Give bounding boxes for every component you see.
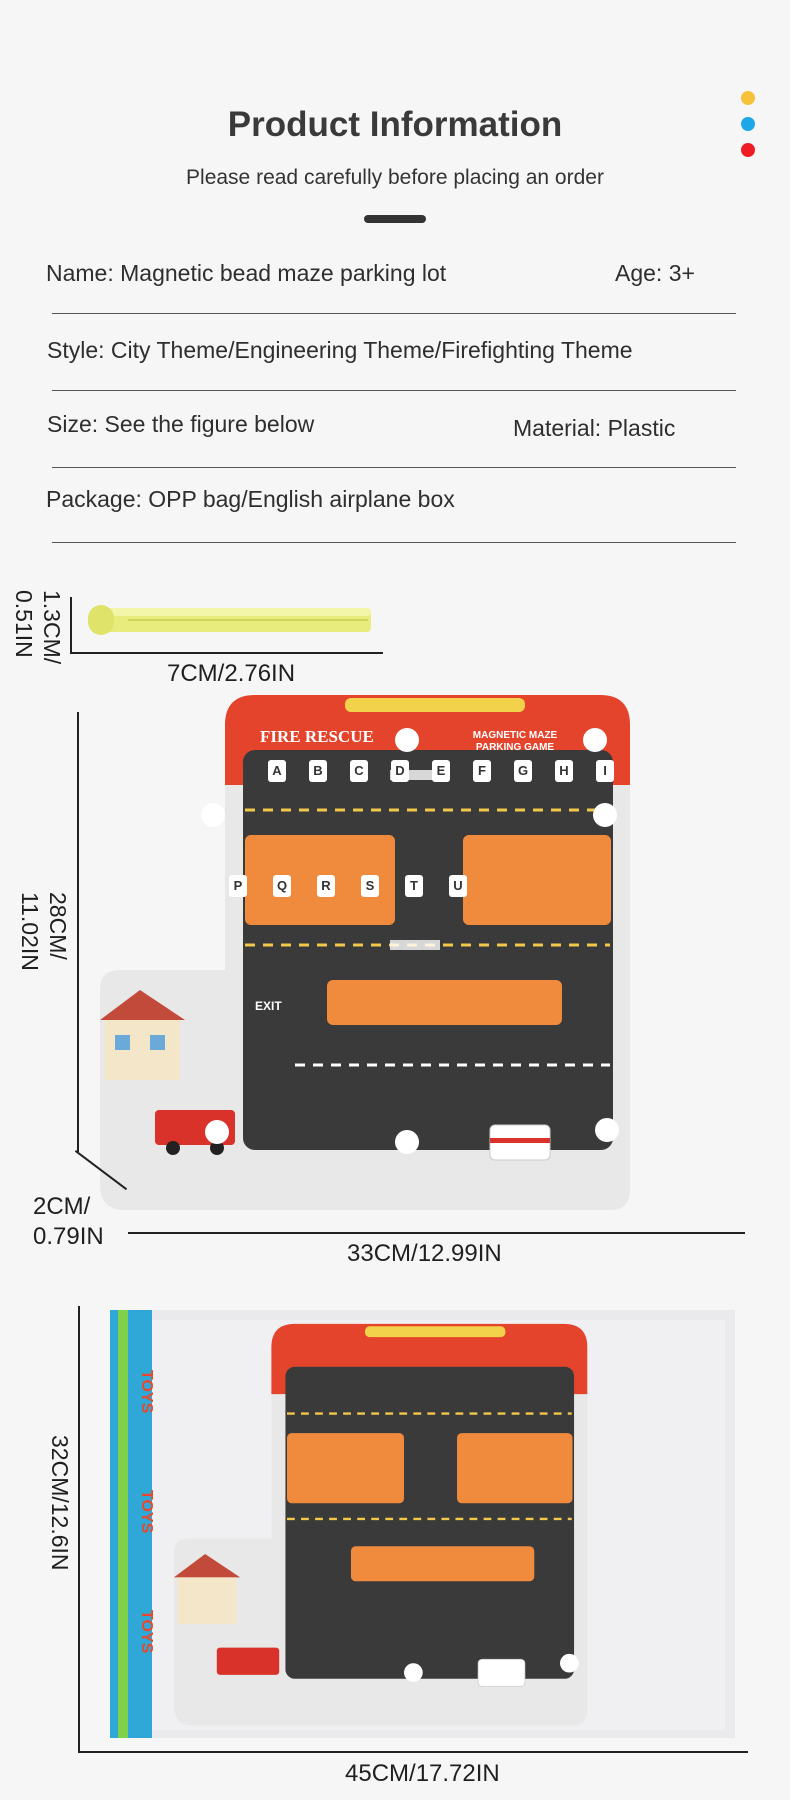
slot-letter: D bbox=[395, 763, 404, 778]
slot-marker bbox=[309, 760, 327, 782]
strip-text: TOYS bbox=[138, 1610, 155, 1654]
divider bbox=[52, 313, 736, 314]
board-title-right-line1: MAGNETIC MAZE bbox=[473, 730, 558, 741]
packaged-product-image: TOYS TOYS TOYS bbox=[110, 1310, 735, 1738]
exit-label: EXIT bbox=[255, 999, 282, 1013]
pen-width-line bbox=[70, 652, 383, 654]
decor-dot-yellow bbox=[741, 91, 755, 105]
name-value: Magnetic bead maze parking lot bbox=[120, 260, 447, 286]
board-title-right-line2: PARKING GAME bbox=[476, 742, 554, 753]
slot-letter: Q bbox=[277, 878, 287, 893]
slot-marker bbox=[596, 760, 614, 782]
board-width-line bbox=[128, 1232, 745, 1234]
board-height-dimension: 28CM/ 11.02IN bbox=[17, 892, 71, 971]
age-value: 3+ bbox=[668, 260, 695, 286]
slot-letter: A bbox=[272, 763, 282, 778]
material-row: Material: Plastic bbox=[513, 415, 675, 442]
size-row: Size: See the figure below bbox=[47, 411, 314, 438]
slot-marker bbox=[405, 875, 423, 897]
age-row: Age: 3+ bbox=[615, 260, 695, 287]
package-width-line bbox=[78, 1751, 748, 1753]
slot-letters-mid: P Q R S T U bbox=[229, 875, 467, 897]
slot-marker bbox=[473, 760, 491, 782]
slot-marker bbox=[514, 760, 532, 782]
slot-letter: S bbox=[366, 878, 375, 893]
strip-text: TOYS bbox=[138, 1370, 155, 1414]
divider bbox=[52, 467, 736, 468]
pen-height-dimension: 1.3CM/ 0.51IN bbox=[11, 590, 65, 665]
name-row: Name: Magnetic bead maze parking lot bbox=[46, 260, 446, 287]
slot-letter: P bbox=[234, 878, 243, 893]
decor-dot-red bbox=[741, 143, 755, 157]
pen-height-line bbox=[70, 597, 72, 652]
slot-letter: H bbox=[559, 763, 568, 778]
package-height-line bbox=[78, 1306, 80, 1752]
slot-marker bbox=[350, 760, 368, 782]
package-width-dimension: 45CM/17.72IN bbox=[345, 1760, 500, 1787]
slot-letter: E bbox=[437, 763, 446, 778]
page-subtitle: Please read carefully before placing an … bbox=[186, 166, 604, 189]
board-height-line bbox=[77, 712, 79, 1152]
slot-marker bbox=[555, 760, 573, 782]
material-value: Plastic bbox=[607, 415, 676, 441]
strip-text: TOYS bbox=[138, 1490, 155, 1534]
slot-marker bbox=[361, 875, 379, 897]
slot-letter: B bbox=[313, 763, 322, 778]
package-row: Package: OPP bag/English airplane box bbox=[46, 486, 455, 513]
slot-letter: G bbox=[518, 763, 528, 778]
age-label: Age: bbox=[615, 260, 663, 286]
magnetic-pen-image bbox=[88, 605, 371, 635]
size-label: Size: bbox=[47, 411, 99, 437]
decor-dot-blue bbox=[741, 117, 755, 131]
style-value: City Theme/Engineering Theme/Firefightin… bbox=[110, 337, 633, 363]
slot-marker bbox=[273, 875, 291, 897]
slot-letters-top: A B C D E F G H I bbox=[268, 760, 614, 782]
board-width-dimension: 33CM/12.99IN bbox=[347, 1240, 502, 1267]
divider bbox=[52, 390, 736, 391]
slot-marker bbox=[317, 875, 335, 897]
slot-letter: C bbox=[354, 763, 364, 778]
size-value: See the figure below bbox=[104, 411, 315, 437]
slot-marker bbox=[432, 760, 450, 782]
package-label: Package: bbox=[46, 486, 142, 512]
name-label: Name: bbox=[46, 260, 114, 286]
style-row: Style: City Theme/Engineering Theme/Fire… bbox=[47, 337, 633, 364]
divider bbox=[52, 542, 736, 543]
slot-marker bbox=[449, 875, 467, 897]
pen-width-dimension: 7CM/2.76IN bbox=[167, 660, 296, 687]
slot-marker bbox=[391, 760, 409, 782]
maze-board-image: FIRE RESCUE MAGNETIC MAZE PARKING GAME E… bbox=[100, 695, 630, 1210]
board-title-left: FIRE RESCUE bbox=[260, 727, 374, 746]
package-height-dimension: 32CM/12.6IN bbox=[47, 1435, 73, 1571]
package-value: OPP bag/English airplane box bbox=[148, 486, 455, 512]
slot-letter: F bbox=[478, 763, 486, 778]
slot-marker bbox=[229, 875, 247, 897]
material-label: Material: bbox=[513, 415, 602, 441]
slot-letter: R bbox=[321, 878, 331, 893]
slot-letter: U bbox=[453, 878, 462, 893]
board-depth-dimension: 2CM/ 0.79IN bbox=[33, 1193, 104, 1250]
slot-marker bbox=[268, 760, 286, 782]
style-label: Style: bbox=[47, 337, 105, 363]
slot-letter: T bbox=[410, 878, 418, 893]
slot-letter: I bbox=[603, 763, 607, 778]
title-underline bbox=[364, 215, 426, 223]
page-title: Product Information bbox=[227, 105, 563, 144]
